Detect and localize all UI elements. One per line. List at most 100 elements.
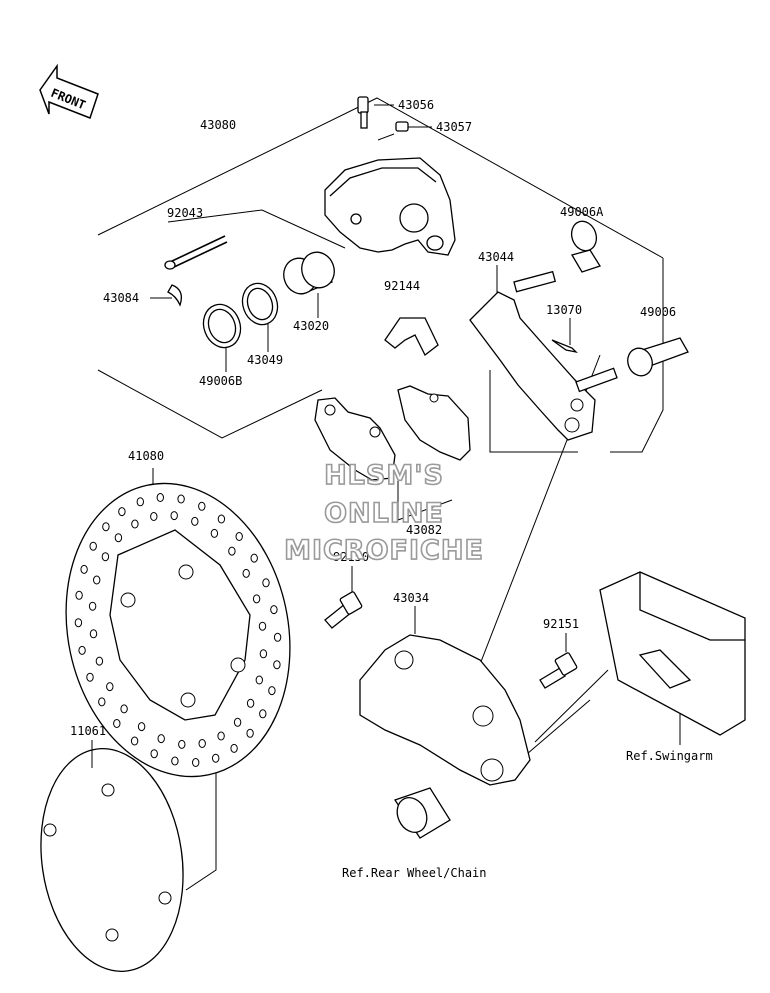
torque-bracket <box>359 634 531 786</box>
disc-hole <box>80 564 88 574</box>
ref-rear-wheel-chain: Ref.Rear Wheel/Chain <box>342 866 487 880</box>
disc-hole <box>262 578 270 588</box>
label-13070: 13070 <box>546 303 582 317</box>
disc-hole <box>171 756 179 766</box>
disc-hole <box>98 697 106 707</box>
disc-hole <box>113 719 121 728</box>
disc-hole <box>233 717 242 727</box>
disc-hole <box>242 568 250 578</box>
label-43034: 43034 <box>393 591 429 605</box>
disc-hole <box>268 686 276 696</box>
label-43080: 43080 <box>200 118 236 132</box>
disc-hole <box>258 621 267 631</box>
disc-hole <box>273 660 281 670</box>
disc-hole <box>106 682 114 692</box>
caliper-body <box>324 157 456 256</box>
swingarm <box>599 571 746 736</box>
disc-hole <box>198 501 206 511</box>
label-92043: 92043 <box>167 206 203 220</box>
disc-hole <box>230 743 238 753</box>
disc-hole <box>259 709 267 719</box>
disc-hole <box>137 722 146 732</box>
pin-clip <box>167 284 183 307</box>
disc-hole <box>89 541 97 551</box>
disc-hole <box>252 594 261 604</box>
caliper-assembly-outline <box>97 97 664 453</box>
disc-hole <box>156 493 165 502</box>
front-arrow-icon: FRONT <box>39 63 99 119</box>
disc-hole <box>114 533 123 543</box>
collar-49006A <box>570 220 601 273</box>
disc-hole <box>88 601 97 611</box>
label-43044: 43044 <box>478 250 514 264</box>
piston-seal-49006B <box>202 303 242 349</box>
label-43049: 43049 <box>247 353 283 367</box>
disc-hole <box>93 575 101 585</box>
label-43084: 43084 <box>103 291 139 305</box>
disc-hole <box>235 532 243 541</box>
label-43082: 43082 <box>406 523 442 537</box>
disc-hole <box>255 675 263 685</box>
disc-hole <box>75 590 83 600</box>
label-43057: 43057 <box>436 120 472 134</box>
label-49006A: 49006A <box>560 205 604 219</box>
bracket-pin <box>551 339 578 354</box>
watermark-line-1: HLSM'S <box>324 460 444 491</box>
disc-hole <box>74 618 83 628</box>
disc-hole <box>212 753 220 763</box>
dust-seal-43049 <box>241 282 279 326</box>
disc-hole <box>273 632 282 642</box>
gasket <box>40 748 184 972</box>
disc-hole <box>136 497 145 507</box>
disc-hole <box>191 516 199 526</box>
label-41080: 41080 <box>128 449 164 463</box>
disc-hole <box>246 728 254 738</box>
watermark-line-3: MICROFICHE <box>284 535 484 566</box>
disc-hole <box>95 656 104 666</box>
label-92144: 92144 <box>384 279 420 293</box>
disc-hole <box>270 605 278 615</box>
disc-hole <box>198 739 206 748</box>
disc-hole <box>89 629 98 639</box>
disc-hole <box>101 552 110 562</box>
piston-43020 <box>283 251 335 295</box>
disc-holes <box>74 493 282 767</box>
disc-hole <box>120 704 128 714</box>
disc-hole <box>178 739 186 749</box>
disc-hole <box>150 749 158 759</box>
disc-hole <box>192 758 200 767</box>
disc-hole <box>250 553 258 563</box>
bleed-cap <box>377 121 409 141</box>
pad-spring <box>384 317 439 356</box>
caliper-pin <box>164 235 228 270</box>
caliper-bracket <box>469 270 618 441</box>
disc-hole <box>228 546 236 556</box>
bolt-92150 <box>324 591 363 629</box>
label-43056: 43056 <box>398 98 434 112</box>
label-49006B: 49006B <box>199 374 242 388</box>
label-92150: 92150 <box>333 550 369 564</box>
disc-hole <box>170 511 178 521</box>
disc-hole <box>177 494 185 504</box>
disc-hole <box>130 736 139 746</box>
spacer-collar <box>393 787 451 839</box>
collar-49006 <box>627 337 689 377</box>
label-43020: 43020 <box>293 319 329 333</box>
disc-hole <box>217 514 226 524</box>
disc-hole <box>246 698 255 708</box>
ref-swingarm: Ref.Swingarm <box>626 749 713 763</box>
label-49006: 49006 <box>640 305 676 319</box>
label-11061: 11061 <box>70 724 106 738</box>
disc-hole <box>259 649 268 659</box>
brake-pads <box>314 385 471 481</box>
disc-hole <box>210 528 219 538</box>
disc-hole <box>157 734 165 744</box>
disc-hole <box>102 522 110 532</box>
disc-hole <box>150 512 158 521</box>
disc-hole <box>118 507 126 517</box>
watermark-line-2: ONLINE <box>324 498 444 529</box>
brake-disc <box>65 482 291 778</box>
bolt-92151 <box>539 652 578 689</box>
disc-hole <box>217 731 225 741</box>
